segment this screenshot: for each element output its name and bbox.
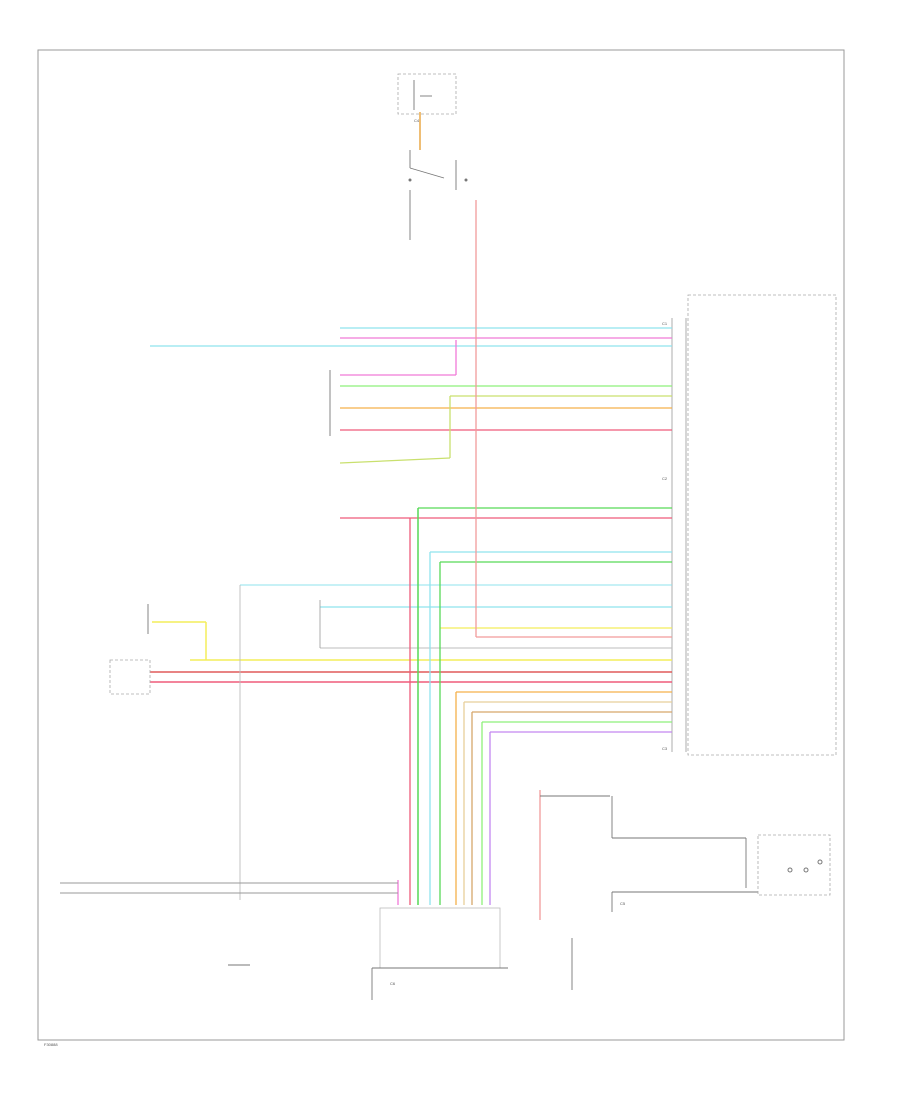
- connector-label-c2: C2: [662, 476, 668, 481]
- left-components: [60, 370, 398, 966]
- wire-group-top: [150, 327, 672, 519]
- pcm-module: [671, 294, 837, 756]
- tcm-connector: [371, 907, 508, 1000]
- connector-label-c1: C1: [662, 321, 668, 326]
- fuse-block: [397, 73, 468, 240]
- wire-group-vertical: [205, 200, 491, 905]
- range-sensor-area: [539, 790, 831, 990]
- wire-group-middle: [150, 551, 672, 733]
- diagram-frame: [37, 49, 845, 1041]
- connector-label-c3: C3: [662, 746, 668, 751]
- figure-id: F30888: [44, 1042, 58, 1047]
- connector-label-c6: C6: [390, 981, 396, 986]
- connector-label-c4: C4: [414, 118, 420, 123]
- connector-label-c5: C5: [620, 901, 626, 906]
